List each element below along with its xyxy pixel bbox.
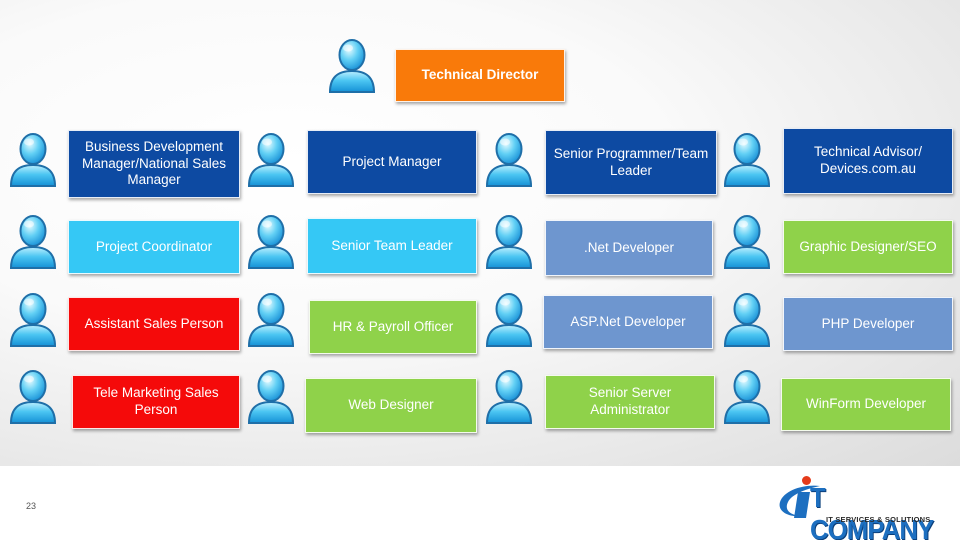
- role-label: Assistant Sales Person: [84, 315, 224, 331]
- role-box: Assistant Sales Person: [68, 297, 240, 351]
- person-icon: [722, 130, 772, 188]
- person-icon: [246, 367, 296, 425]
- role-label: Business Development Manager/National Sa…: [81, 138, 227, 188]
- role-box: Senior Programmer/Team Leader: [545, 130, 717, 195]
- person-icon: [484, 212, 534, 270]
- logo-swoosh-icon: [779, 485, 820, 518]
- role-box: HR & Payroll Officer: [309, 300, 477, 354]
- logo-wordmark: T COMPANY: [810, 482, 934, 540]
- person-icon: [484, 367, 534, 425]
- person-icon: [484, 130, 534, 188]
- role-box: Tele Marketing Sales Person: [72, 375, 240, 429]
- slide-background: Technical Director Business Development …: [0, 0, 960, 466]
- role-box: .Net Developer: [545, 220, 713, 276]
- person-icon: [8, 367, 58, 425]
- logo-dot-icon: [802, 476, 811, 485]
- person-icon: [722, 290, 772, 348]
- role-label: Graphic Designer/SEO: [799, 238, 937, 254]
- role-label: Project Coordinator: [95, 238, 213, 254]
- role-box: Senior Server Administrator: [545, 375, 715, 429]
- role-label: Project Manager: [342, 153, 442, 169]
- logo-tagline: IT SERVICES & SOLUTIONS: [826, 515, 931, 524]
- role-label: ASP.Net Developer: [570, 313, 686, 329]
- role-box: WinForm Developer: [781, 378, 951, 431]
- role-box: Senior Team Leader: [307, 218, 477, 274]
- role-box: Project Manager: [307, 130, 477, 194]
- role-label: .Net Developer: [583, 239, 675, 255]
- role-label: Tele Marketing Sales Person: [93, 385, 219, 417]
- role-label: Technical Advisor/ Devices.com.au: [813, 144, 923, 176]
- role-box: Web Designer: [305, 378, 477, 433]
- role-box-technical-director: Technical Director: [395, 49, 565, 102]
- person-icon: [722, 212, 772, 270]
- company-logo: T COMPANY IT SERVICES & SOLUTIONS: [776, 476, 941, 540]
- person-icon: [8, 212, 58, 270]
- role-box: ASP.Net Developer: [543, 295, 713, 349]
- role-label: PHP Developer: [821, 315, 915, 331]
- role-box: Project Coordinator: [68, 220, 240, 274]
- person-icon: [8, 130, 58, 188]
- role-box: Technical Advisor/ Devices.com.au: [783, 128, 953, 194]
- person-icon: [722, 367, 772, 425]
- role-label: Senior Programmer/Team Leader: [553, 145, 709, 178]
- role-label: Senior Server Administrator: [588, 385, 672, 417]
- person-icon: [484, 290, 534, 348]
- role-label: HR & Payroll Officer: [332, 318, 454, 334]
- page-number: 23: [26, 501, 37, 511]
- role-box: Business Development Manager/National Sa…: [68, 130, 240, 198]
- person-icon: [246, 212, 296, 270]
- person-icon: [246, 290, 296, 348]
- role-box: PHP Developer: [783, 297, 953, 351]
- role-label: Technical Director: [421, 67, 539, 83]
- person-icon: [246, 130, 296, 188]
- person-icon: [8, 290, 58, 348]
- person-icon: [327, 36, 377, 94]
- role-label: Senior Team Leader: [331, 237, 453, 253]
- role-label: WinForm Developer: [805, 396, 927, 412]
- role-box: Graphic Designer/SEO: [783, 220, 953, 274]
- role-label: Web Designer: [348, 397, 434, 413]
